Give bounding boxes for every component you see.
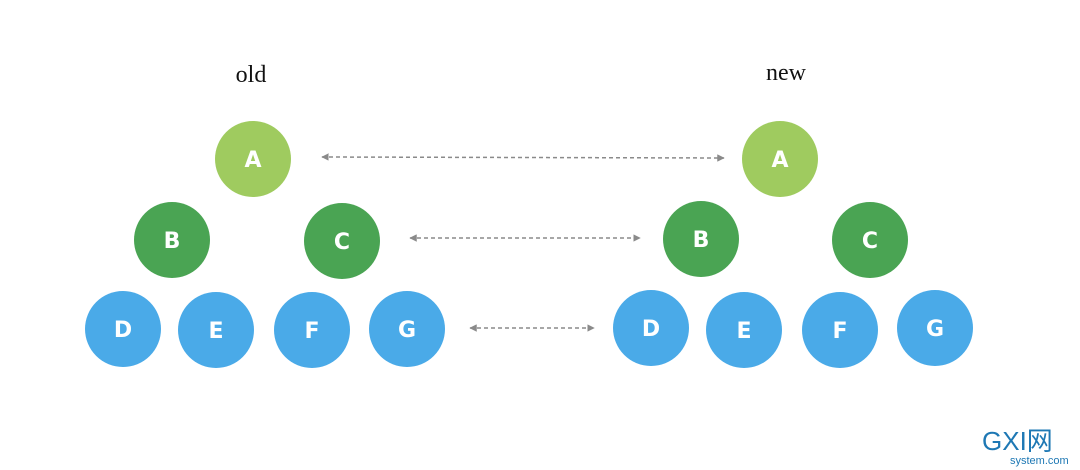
new-node-a-circle xyxy=(742,121,818,197)
old-node-f-label: F xyxy=(304,319,319,344)
level-1-compare-arrow xyxy=(321,153,725,162)
new-node-c-circle xyxy=(832,202,908,278)
new-node-e: E xyxy=(706,292,782,368)
new-node-e-label: E xyxy=(736,319,751,344)
old-node-e-circle xyxy=(178,292,254,368)
new-node-b: B xyxy=(663,201,739,277)
old-node-g: G xyxy=(369,291,445,367)
new-tree-title: new xyxy=(766,60,807,86)
old-node-d: D xyxy=(85,291,161,367)
watermark-site: system.com xyxy=(1010,455,1069,467)
new-node-b-circle xyxy=(663,201,739,277)
old-node-a-label: A xyxy=(244,148,261,173)
new-node-c-label: C xyxy=(862,229,878,254)
new-node-g: G xyxy=(897,290,973,366)
new-tree: A B C D E F G xyxy=(613,121,973,368)
new-node-c: C xyxy=(832,202,908,278)
old-node-a: A xyxy=(215,121,291,197)
new-node-b-label: B xyxy=(693,228,710,253)
old-tree: A B C D E F G xyxy=(85,121,445,368)
old-node-c-label: C xyxy=(334,230,350,255)
old-node-c-circle xyxy=(304,203,380,279)
old-node-f-circle xyxy=(274,292,350,368)
new-node-d: D xyxy=(613,290,689,366)
new-node-f-circle xyxy=(802,292,878,368)
old-tree-title: old xyxy=(236,62,267,88)
new-node-d-label: D xyxy=(642,317,660,342)
watermark: GXI网 system.com xyxy=(982,426,1069,467)
old-node-f: F xyxy=(274,292,350,368)
new-node-f: F xyxy=(802,292,878,368)
new-node-a: A xyxy=(742,121,818,197)
new-node-g-circle xyxy=(897,290,973,366)
old-node-e-label: E xyxy=(208,319,223,344)
old-node-a-circle xyxy=(215,121,291,197)
old-node-d-label: D xyxy=(114,318,132,343)
watermark-brand: GXI网 xyxy=(982,426,1053,456)
new-node-g-label: G xyxy=(926,317,944,342)
old-node-g-label: G xyxy=(398,318,416,343)
old-node-b: B xyxy=(134,202,210,278)
new-node-d-circle xyxy=(613,290,689,366)
old-node-b-label: B xyxy=(164,229,181,254)
new-node-e-circle xyxy=(706,292,782,368)
old-node-b-circle xyxy=(134,202,210,278)
old-node-d-circle xyxy=(85,291,161,367)
old-node-c: C xyxy=(304,203,380,279)
new-node-a-label: A xyxy=(771,148,788,173)
new-node-f-label: F xyxy=(832,319,847,344)
old-node-g-circle xyxy=(369,291,445,367)
old-node-e: E xyxy=(178,292,254,368)
